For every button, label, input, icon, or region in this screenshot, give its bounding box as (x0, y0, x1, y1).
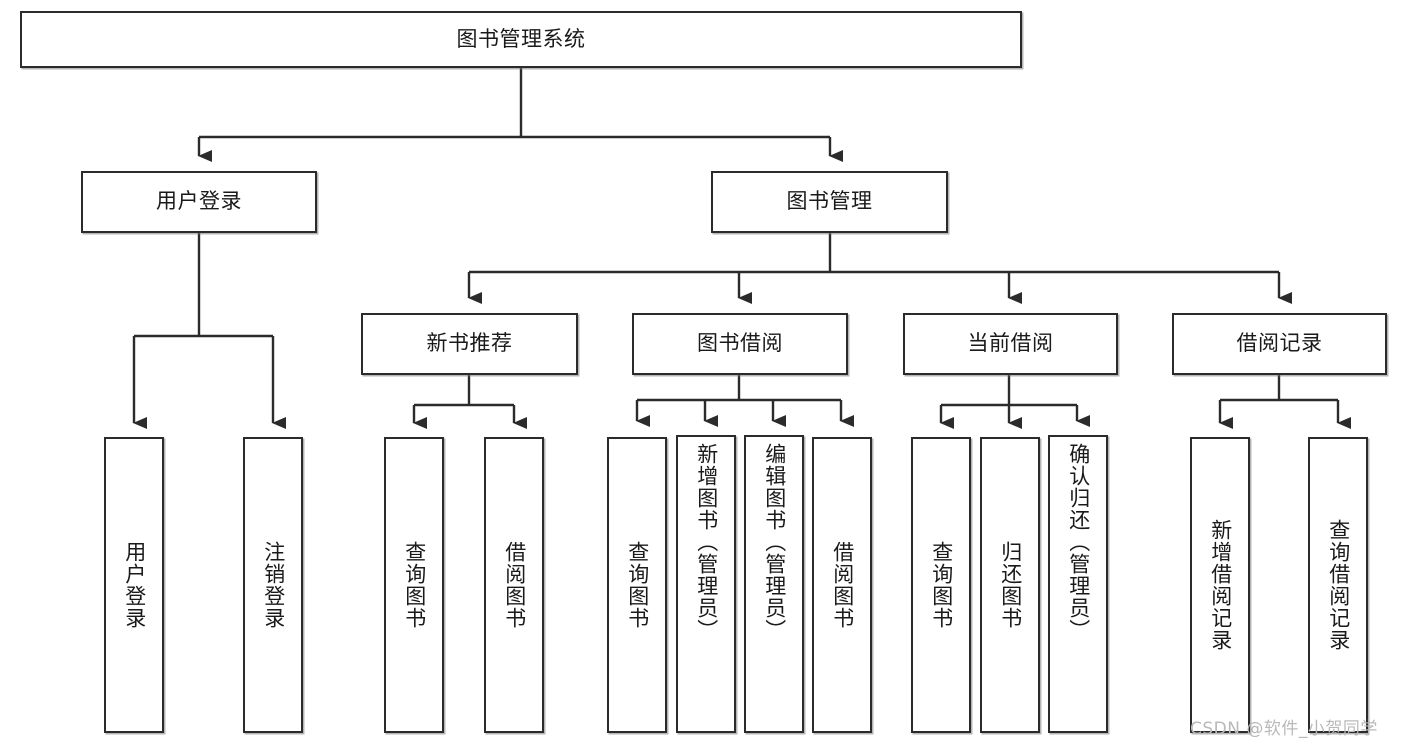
node-user-login[interactable]: 用户登录 (81, 171, 317, 233)
node-label: 确认归还（管理员） (1066, 443, 1091, 641)
leaf-book-borrow-borrow[interactable]: 借阅图书 (812, 437, 872, 733)
leaf-new-book-borrow[interactable]: 借阅图书 (484, 437, 544, 733)
node-label: 图书借阅 (697, 331, 783, 356)
node-label: 借阅记录 (1236, 331, 1323, 356)
leaf-borrow-record-add[interactable]: 新增借阅记录 (1190, 437, 1250, 733)
leaf-book-borrow-edit[interactable]: 编辑图书（管理员） (744, 435, 804, 733)
node-label: 注销登录 (261, 541, 286, 629)
leaf-borrow-record-query[interactable]: 查询借阅记录 (1308, 437, 1368, 733)
node-label: 查询图书 (625, 541, 650, 629)
node-book-borrow[interactable]: 图书借阅 (632, 313, 848, 375)
leaf-user-login-login[interactable]: 用户登录 (104, 437, 164, 733)
node-label: 图书管理系统 (456, 26, 586, 51)
node-label: 新书推荐 (426, 331, 513, 356)
node-label: 归还图书 (998, 541, 1023, 629)
node-label: 图书管理 (786, 189, 873, 214)
node-label: 查询图书 (929, 541, 954, 629)
node-borrow-record[interactable]: 借阅记录 (1172, 313, 1387, 375)
leaf-book-borrow-query[interactable]: 查询图书 (607, 437, 667, 733)
node-label: 编辑图书（管理员） (762, 443, 787, 641)
node-label: 查询借阅记录 (1326, 519, 1351, 651)
leaf-new-book-query[interactable]: 查询图书 (384, 437, 444, 733)
leaf-current-borrow-confirm-return[interactable]: 确认归还（管理员） (1048, 435, 1108, 733)
node-root-system[interactable]: 图书管理系统 (20, 11, 1022, 68)
leaf-user-login-logout[interactable]: 注销登录 (243, 437, 303, 733)
node-label: 用户登录 (156, 189, 242, 214)
leaf-book-borrow-add[interactable]: 新增图书（管理员） (676, 435, 736, 733)
node-new-book-recommend[interactable]: 新书推荐 (361, 313, 578, 375)
node-book-management[interactable]: 图书管理 (711, 171, 948, 233)
node-label: 用户登录 (122, 541, 147, 629)
leaf-current-borrow-query[interactable]: 查询图书 (911, 437, 971, 733)
node-label: 借阅图书 (502, 541, 527, 629)
node-label: 新增借阅记录 (1208, 519, 1233, 651)
node-label: 新增图书（管理员） (694, 443, 719, 641)
node-current-borrow[interactable]: 当前借阅 (903, 313, 1118, 375)
node-label: 借阅图书 (830, 541, 855, 629)
node-label: 查询图书 (402, 541, 427, 629)
leaf-current-borrow-return[interactable]: 归还图书 (980, 437, 1040, 733)
csdn-watermark: CSDN @软件_小贺同学 (1190, 719, 1378, 739)
node-label: 当前借阅 (967, 331, 1054, 356)
